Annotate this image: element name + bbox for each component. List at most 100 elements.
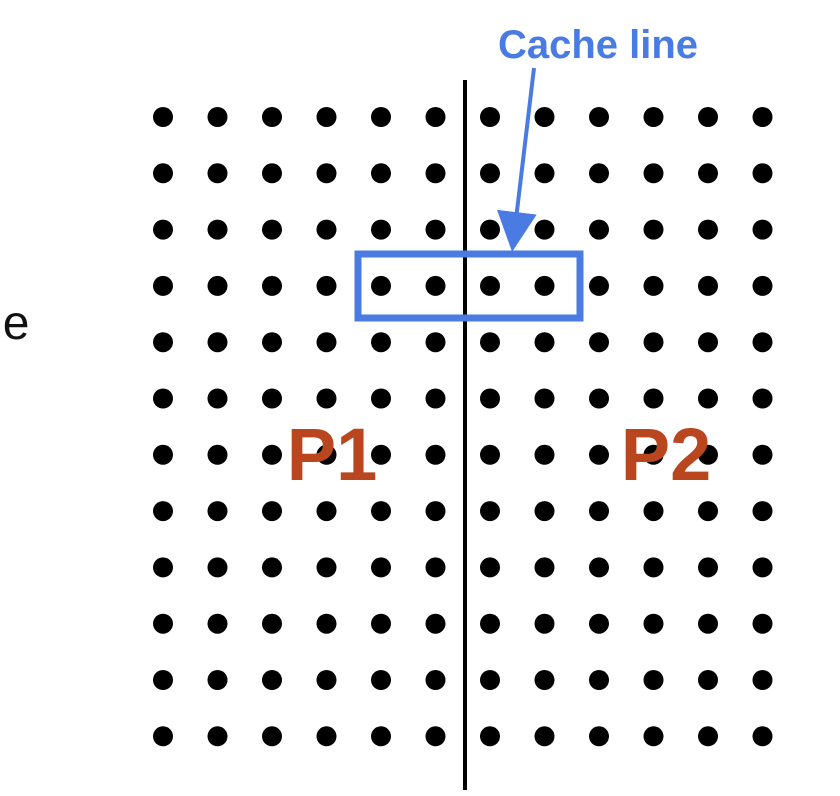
data-element-dot <box>534 726 555 747</box>
data-element-dot <box>316 219 337 240</box>
data-element-dot <box>534 332 555 353</box>
data-element-dot <box>534 107 555 127</box>
partition-label-p1: P1 <box>287 413 378 496</box>
data-element-dot <box>425 388 446 409</box>
data-element-dot <box>425 501 446 522</box>
data-element-dot <box>425 163 446 184</box>
data-element-dot <box>480 219 500 240</box>
data-element-dot <box>589 219 609 240</box>
data-element-dot <box>752 557 773 578</box>
data-element-dot <box>643 107 664 127</box>
data-element-dot <box>534 388 555 409</box>
data-element-dot <box>316 107 337 127</box>
data-element-dot <box>316 557 337 578</box>
data-element-dot <box>698 444 718 465</box>
data-element-dot <box>534 444 555 465</box>
data-element-dot <box>752 670 773 690</box>
data-element-dot <box>643 613 664 634</box>
data-element-dot <box>480 501 500 522</box>
data-element-dot <box>262 444 282 465</box>
data-element-dot <box>153 613 173 634</box>
data-element-dot <box>643 670 664 690</box>
data-element-dot <box>698 219 718 240</box>
data-element-dot <box>589 388 609 409</box>
data-element-dot <box>371 332 391 353</box>
data-element-dot <box>371 613 391 634</box>
data-element-dot <box>589 332 609 353</box>
data-element-dot <box>371 107 391 127</box>
data-element-dot <box>643 557 664 578</box>
data-element-dot <box>207 444 228 465</box>
data-element-dot <box>643 444 664 465</box>
data-element-dot <box>316 726 337 747</box>
data-element-dot <box>480 107 500 127</box>
data-element-dot <box>752 107 773 127</box>
data-element-dot <box>589 557 609 578</box>
data-element-dot <box>316 670 337 690</box>
data-element-dot <box>425 444 446 465</box>
data-element-dot <box>371 275 391 296</box>
data-element-dot <box>262 613 282 634</box>
data-element-dot <box>752 726 773 747</box>
data-element-dot <box>589 107 609 127</box>
data-element-dot <box>643 501 664 522</box>
data-element-dot <box>752 332 773 353</box>
data-element-dot <box>480 163 500 184</box>
data-element-dot <box>425 219 446 240</box>
data-element-dot <box>262 332 282 353</box>
data-element-dot <box>425 670 446 690</box>
data-element-dot <box>480 613 500 634</box>
data-element-dot <box>643 388 664 409</box>
data-element-dot <box>153 332 173 353</box>
data-element-dot <box>752 444 773 465</box>
data-element-dot <box>425 613 446 634</box>
data-element-dot <box>371 726 391 747</box>
data-element-dot <box>262 501 282 522</box>
data-element-dot <box>371 388 391 409</box>
data-element-dot <box>698 388 718 409</box>
data-element-dot <box>262 726 282 747</box>
data-element-dot <box>698 163 718 184</box>
data-element-dot <box>262 557 282 578</box>
data-element-dot <box>371 557 391 578</box>
data-element-dot <box>698 107 718 127</box>
data-element-dot <box>534 557 555 578</box>
data-element-dot <box>643 332 664 353</box>
data-element-dot <box>207 332 228 353</box>
data-element-dot <box>316 613 337 634</box>
data-element-dot <box>643 219 664 240</box>
data-element-dot <box>425 332 446 353</box>
data-element-dot <box>371 501 391 522</box>
data-element-dot <box>371 670 391 690</box>
data-element-dot <box>262 275 282 296</box>
partition-label-p2: P2 <box>621 413 712 496</box>
data-element-dot <box>371 219 391 240</box>
data-element-dot <box>698 557 718 578</box>
data-element-dot <box>480 388 500 409</box>
data-element-dot <box>480 726 500 747</box>
data-element-dot <box>207 670 228 690</box>
data-element-dot <box>643 275 664 296</box>
data-element-dot <box>752 163 773 184</box>
data-element-dot <box>480 670 500 690</box>
clipped-side-text: ne <box>0 297 30 350</box>
data-element-dot <box>480 557 500 578</box>
data-element-dot <box>589 444 609 465</box>
data-element-dot <box>425 107 446 127</box>
data-element-dot <box>316 275 337 296</box>
data-element-dot <box>153 163 173 184</box>
data-element-dot <box>262 670 282 690</box>
data-element-dot <box>534 501 555 522</box>
data-element-dot <box>207 501 228 522</box>
data-element-dot <box>589 501 609 522</box>
data-element-dot <box>316 388 337 409</box>
data-element-dot <box>534 275 555 296</box>
data-element-dot <box>425 726 446 747</box>
data-element-dot <box>534 670 555 690</box>
data-element-dot <box>207 163 228 184</box>
data-element-dot <box>316 332 337 353</box>
cache-line-box <box>354 250 584 322</box>
data-element-dot <box>752 388 773 409</box>
data-element-dot <box>153 557 173 578</box>
data-element-dot <box>698 613 718 634</box>
